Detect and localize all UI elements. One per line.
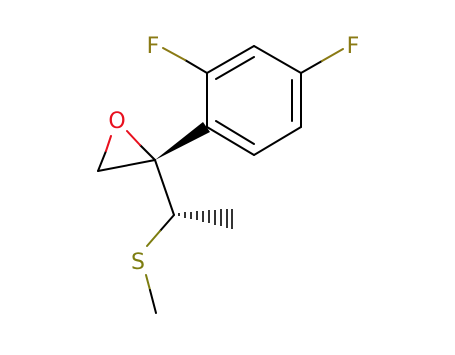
bond-c-o-carbon-half (139, 144, 156, 161)
bond-ring-inner-c6-c1 (215, 120, 255, 145)
atom-label-f1: F (147, 34, 160, 59)
bond-ch2-o-carbon-half (97, 150, 107, 172)
bond-ring-c3-c4 (253, 45, 302, 74)
bond-c4-f2-fluorine-half (321, 48, 344, 62)
side-chain (145, 159, 175, 314)
atom-label-o: O (108, 109, 125, 134)
wedge-bond-epoxide-ring (155, 122, 210, 160)
bond-c4-f2-carbon-half (300, 60, 323, 74)
epoxide-ring (97, 130, 156, 172)
bond-ring-c5-c6 (253, 126, 302, 156)
bond-c-s-sulfur-half (146, 230, 161, 247)
bond-c-o-oxygen-half (126, 130, 141, 146)
bond-s-methyl-sulfur-half (145, 274, 151, 291)
bond-ch2-c (97, 159, 156, 172)
bond-c2-f1-carbon-half (184, 59, 208, 74)
bond-ring-c6-c1 (206, 126, 255, 156)
hashed-wedge-bond (178, 209, 233, 229)
bond-ch2-o-oxygen-half (105, 135, 112, 152)
bond-c2-f1-fluorine-half (162, 47, 186, 61)
atom-label-f2: F (347, 34, 360, 59)
fluorine-bonds (162, 47, 344, 74)
bond-c-s-carbon-half (159, 214, 175, 232)
benzene-ring (206, 45, 302, 156)
bond-epoxide-chiral-carbon (154, 159, 175, 216)
bond-ring-inner-c2-c3 (215, 56, 255, 80)
bond-ring-c2-c3 (206, 45, 255, 74)
bond-s-methyl-carbon-half (149, 289, 157, 314)
atom-label-s: S (131, 250, 145, 275)
